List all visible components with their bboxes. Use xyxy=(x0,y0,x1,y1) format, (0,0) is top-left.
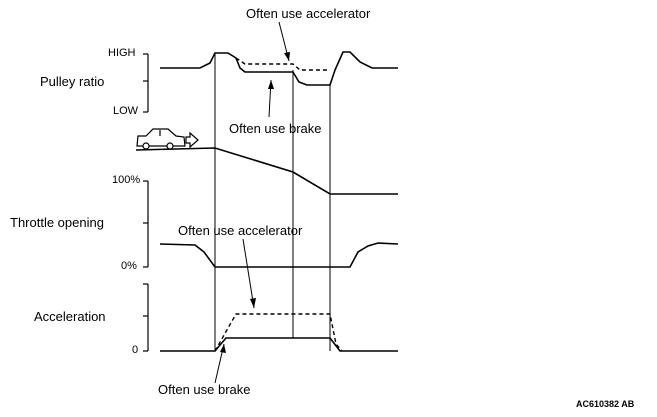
annotation-brake-bottom: Often use brake xyxy=(158,382,251,397)
pulley-ratio-label: Pulley ratio xyxy=(40,74,105,89)
annotation-accelerator-mid: Often use accelerator xyxy=(178,223,303,238)
throttle-100-tick: 100% xyxy=(112,174,141,186)
pulley-ratio-accelerator-curve xyxy=(235,57,330,71)
acceleration-label: Acceleration xyxy=(34,309,106,324)
annotation-accelerator-top: Often use accelerator xyxy=(246,6,371,21)
throttle-opening-label: Throttle opening xyxy=(10,215,104,230)
arrowhead-accelerator-top xyxy=(284,52,290,61)
figure-code: AC610382 AB xyxy=(576,399,635,409)
arrowhead-brake-bottom xyxy=(220,344,226,353)
acceleration-accelerator-curve xyxy=(214,313,343,352)
arrowhead-accelerator-mid xyxy=(250,298,256,308)
throttle-opening-curve xyxy=(159,242,399,268)
pulley-ratio-high-tick: HIGH xyxy=(108,47,136,59)
car-with-arrow-icon xyxy=(136,128,199,150)
pointer-accelerator-mid xyxy=(242,238,255,309)
vehicle-speed-curve xyxy=(135,147,398,195)
throttle-0-tick: 0% xyxy=(121,260,137,272)
pulley-ratio-low-tick: LOW xyxy=(113,105,139,117)
pulley-ratio-brake-curve xyxy=(160,51,398,86)
annotation-brake-mid: Often use brake xyxy=(229,121,322,136)
arrowhead-brake-mid xyxy=(268,80,274,89)
acceleration-brake-curve xyxy=(160,337,398,352)
acceleration-0-tick: 0 xyxy=(132,344,139,356)
